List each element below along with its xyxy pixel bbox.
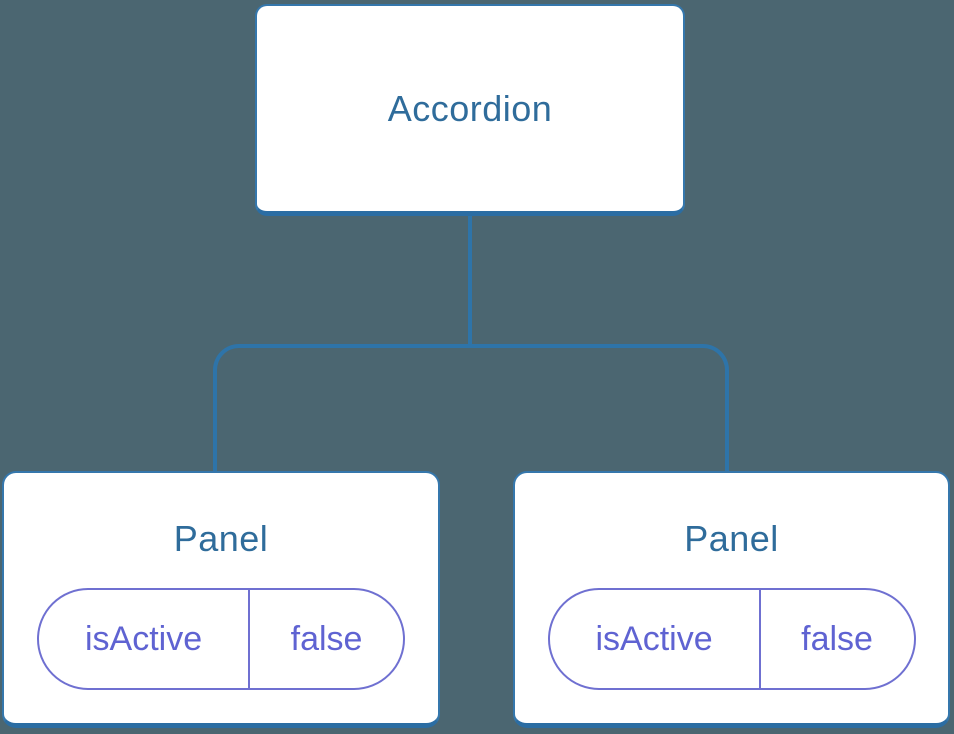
panel-node-1: Panel isActive false	[2, 471, 440, 728]
accordion-node-label: Accordion	[387, 87, 553, 129]
state-value: false	[290, 620, 363, 659]
root-connector-line	[468, 216, 472, 346]
state-value: false	[801, 620, 873, 659]
state-key: isActive	[39, 590, 251, 689]
panel-node-2: Panel isActive false	[513, 471, 950, 728]
branch-connector-line	[213, 344, 729, 471]
accordion-node: Accordion	[255, 4, 685, 216]
state-key: isActive	[550, 590, 761, 689]
panel-node-label: Panel	[684, 518, 779, 559]
state-pill: isActive false	[547, 588, 916, 691]
state-pill: isActive false	[37, 588, 405, 691]
panel-node-label: Panel	[173, 518, 269, 559]
